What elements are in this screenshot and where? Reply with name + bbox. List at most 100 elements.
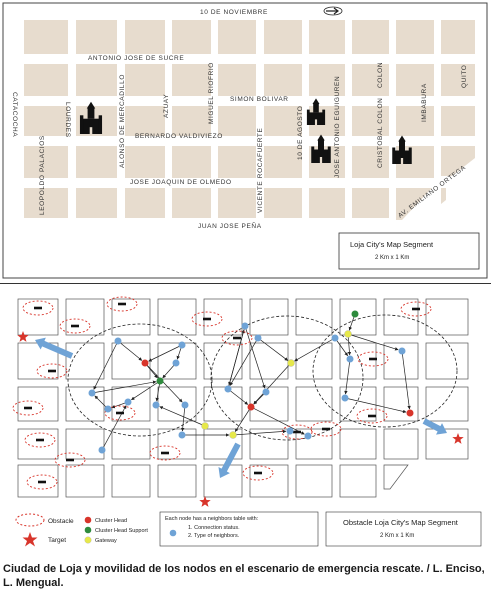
street-catacocha: CATACOCHA	[11, 92, 18, 137]
city-block	[264, 64, 302, 96]
map-block	[295, 428, 333, 460]
map-block	[383, 464, 409, 490]
city-block	[172, 20, 211, 54]
street-juan-jose-pena: JUAN JOSE PEÑA	[198, 221, 262, 230]
map-block	[425, 298, 469, 336]
street-alonso-de-mercadillo: ALONSO DE MERCADILLO	[119, 74, 126, 168]
cluster-head-support-node	[351, 310, 359, 318]
node	[152, 401, 160, 409]
obstacle	[54, 452, 86, 468]
city-block	[264, 146, 302, 178]
obstacle	[26, 474, 58, 490]
connection-edge	[334, 337, 348, 357]
node	[304, 432, 312, 440]
bottom-legend: Obstacle Target Cluster Head Cluster Hea…	[15, 511, 482, 547]
city-block	[24, 146, 68, 178]
gateway-node	[344, 330, 352, 338]
node	[331, 334, 339, 342]
mobility-arrow-icon	[218, 442, 241, 478]
street-simon-bolivar: SIMON BOLIVAR	[230, 96, 289, 103]
city-block	[172, 64, 211, 96]
map-block	[339, 298, 377, 336]
street-azuay: AZUAY	[163, 94, 170, 118]
city-block	[24, 106, 68, 136]
figure-caption: Ciudad de Loja y movilidad de los nodos …	[3, 563, 485, 589]
target-star-icon	[452, 433, 464, 444]
map-block	[425, 342, 469, 380]
legend-target-label: Target	[48, 537, 66, 544]
node	[224, 385, 232, 393]
node	[181, 401, 189, 409]
city-block	[218, 64, 256, 96]
node	[124, 398, 132, 406]
city-block	[352, 146, 389, 178]
city-block	[125, 188, 165, 218]
map-block	[111, 428, 151, 460]
node	[346, 355, 354, 363]
city-block	[352, 188, 389, 218]
obstacle	[191, 311, 223, 327]
obstacle	[356, 408, 388, 424]
obstacle-map-blocks	[17, 298, 469, 498]
map-block	[295, 298, 333, 336]
node	[172, 359, 180, 367]
cluster-head-node	[141, 359, 149, 367]
connection-edge	[117, 340, 143, 361]
top-legend-scale: 2 Km x 1 Km	[375, 255, 409, 261]
map-block	[65, 298, 105, 336]
map-block	[249, 464, 289, 498]
street-vicente-rocafuerte: VICENTE ROCAFUERTE	[257, 127, 264, 213]
street-10-de-agosto: 10 DE AGOSTO	[297, 106, 304, 160]
city-block	[396, 64, 434, 96]
node	[88, 389, 96, 397]
map-block	[17, 298, 59, 336]
connection-edge	[253, 362, 292, 405]
city-block	[76, 188, 117, 218]
node	[341, 394, 349, 402]
city-block	[125, 146, 165, 178]
cluster-circle	[67, 323, 213, 437]
map-block	[65, 386, 105, 422]
church-icon	[392, 135, 412, 164]
map-block	[383, 386, 419, 422]
cluster-head-node	[406, 409, 414, 417]
connection-edge	[401, 350, 411, 410]
obstacle	[357, 351, 389, 367]
connection-edge	[344, 358, 351, 395]
street-imbabura: IMBABURA	[421, 83, 428, 122]
map-block	[111, 464, 151, 498]
map-block	[17, 428, 59, 460]
top-legend-title: Loja City's Map Segment	[350, 240, 434, 249]
gateway-node	[287, 359, 295, 367]
map-block	[425, 386, 469, 422]
map-block	[383, 298, 419, 336]
node	[241, 322, 249, 330]
obstacle	[24, 432, 56, 448]
connection-edge	[234, 406, 252, 432]
obstacle	[59, 318, 91, 334]
city-block	[172, 188, 211, 218]
map-block	[65, 342, 105, 380]
city-block	[441, 146, 475, 176]
city-block	[24, 188, 68, 218]
city-block	[264, 106, 302, 136]
legend-map-scale: 2 Km x 1 Km	[380, 533, 414, 539]
legend-gateway-label: Gateway	[95, 538, 117, 544]
node	[104, 405, 112, 413]
obstacle-map: Obstacle Target Cluster Head Cluster Hea…	[0, 283, 491, 547]
legend-map-title: Obstacle Loja City's Map Segment	[343, 518, 459, 527]
obstacle	[104, 405, 136, 421]
street-jose-antonio-eguiguren: JOSE ANTONIO EGUIGUREN	[334, 76, 341, 178]
cluster-circle	[210, 315, 364, 441]
legend-cluster-head-support-label: Cluster Head Support	[95, 528, 148, 534]
city-block	[264, 188, 302, 218]
connection-edge	[244, 325, 266, 389]
connection-edge	[148, 344, 183, 362]
connection-edge	[159, 406, 206, 427]
obstacle	[149, 445, 181, 461]
street-miguel-riofrio: MIGUEL RIOFRIO	[208, 62, 215, 124]
map-block	[157, 428, 197, 460]
legend-neighbors-item2: 2. Type of neighbors.	[188, 533, 240, 539]
obstacle	[221, 330, 253, 346]
map-block	[339, 464, 377, 498]
